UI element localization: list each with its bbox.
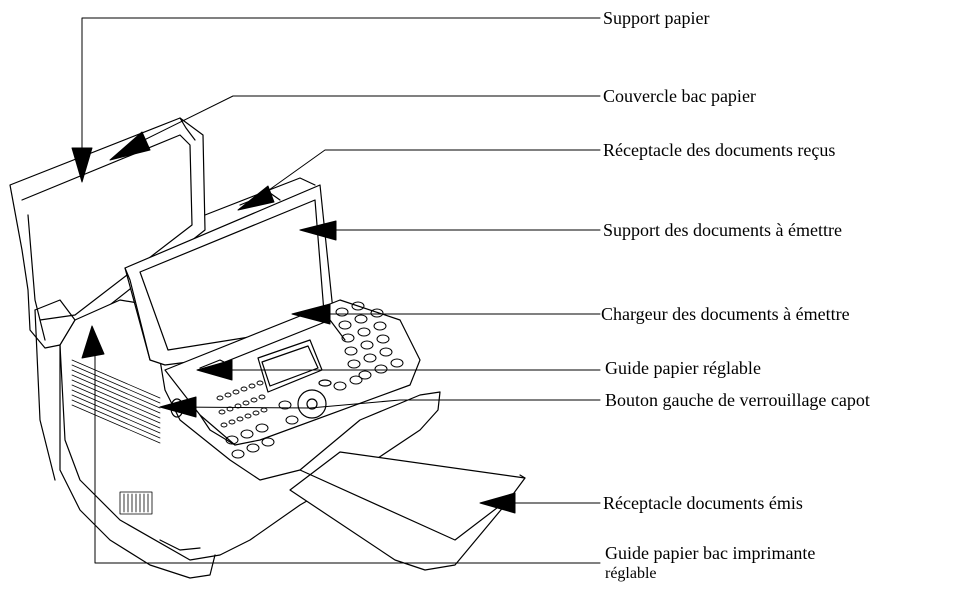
arrow-chargeur xyxy=(291,303,331,325)
label-guide-papier-reglable: Guide papier réglable xyxy=(605,358,761,378)
label-support-papier: Support papier xyxy=(603,8,710,28)
arrow-support-papier xyxy=(71,147,93,183)
arrow-receptacle-emis xyxy=(479,492,516,514)
arrow-heads xyxy=(71,131,516,514)
arrow-couvercle xyxy=(109,131,151,161)
label-couvercle-bac-papier: Couvercle bac papier xyxy=(603,86,756,106)
label-bouton-verrouillage-capot: Bouton gauche de verrouillage capot xyxy=(605,390,870,410)
arrow-bouton xyxy=(159,396,197,418)
arrow-support-documents xyxy=(299,220,337,241)
label-receptacle-documents-recus: Réceptacle des documents reçus xyxy=(603,140,836,160)
label-guide-papier-bac-imprimante-line2: réglable xyxy=(605,565,657,582)
label-receptacle-documents-emis: Réceptacle documents émis xyxy=(603,493,803,513)
control-panel-drawing xyxy=(164,299,421,459)
label-support-documents-emettre: Support des documents à émettre xyxy=(603,220,842,240)
arrow-guide-reglable xyxy=(196,359,233,381)
label-guide-papier-bac-imprimante: Guide papier bac imprimante xyxy=(605,543,816,563)
label-chargeur-documents-emettre: Chargeur des documents à émettre xyxy=(601,304,850,324)
leader-lines xyxy=(81,17,601,564)
arrow-receptacle-recus xyxy=(237,185,275,211)
output-tray-drawing xyxy=(289,451,526,571)
arrow-guide-bac xyxy=(81,325,105,359)
